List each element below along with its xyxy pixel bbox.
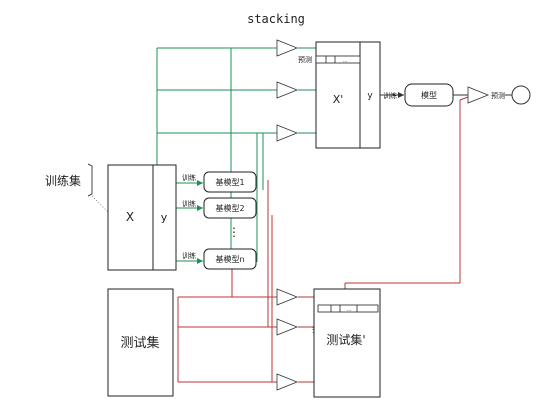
predict-triangle-test-2 bbox=[276, 318, 299, 336]
training-set: 训练集 X y bbox=[45, 163, 177, 271]
stacked-train-dots: ... bbox=[343, 58, 348, 64]
test-set: 测试集 bbox=[107, 288, 174, 397]
training-set-x: X bbox=[126, 210, 134, 224]
stacked-test-matrix: ... 测试集' bbox=[313, 288, 381, 398]
stacked-train-x: X' bbox=[333, 93, 344, 106]
train-prediction-triangles bbox=[276, 39, 299, 142]
base-model-2-label: 基模型2 bbox=[215, 203, 244, 213]
train-label-1: 训练 bbox=[182, 173, 196, 182]
stacked-test-dots: ... bbox=[347, 307, 352, 313]
meta-predict-triangle bbox=[467, 86, 490, 104]
meta-predict-label: 预测 bbox=[491, 91, 505, 100]
training-set-leader bbox=[91, 195, 109, 213]
train-label-2: 训练 bbox=[182, 199, 196, 208]
predict-triangle-test-3 bbox=[276, 373, 299, 391]
final-output-node bbox=[511, 85, 531, 105]
predict-triangle-train-2 bbox=[276, 81, 299, 99]
training-set-brace bbox=[87, 163, 93, 197]
stacked-test-label: 测试集' bbox=[326, 332, 365, 347]
stacked-train-y: y bbox=[367, 91, 373, 101]
train-predict-label-1: 预测 bbox=[298, 55, 312, 64]
meta-model-label: 模型 bbox=[421, 90, 437, 100]
meta-model: 模型 bbox=[404, 83, 454, 107]
stacked-train-matrix: ... X' y bbox=[315, 41, 381, 149]
train-label-n: 训练 bbox=[182, 251, 196, 260]
training-set-label: 训练集 bbox=[45, 173, 81, 188]
predict-triangle-test-1 bbox=[276, 288, 299, 306]
training-set-box bbox=[107, 164, 177, 271]
training-set-y: y bbox=[161, 211, 168, 224]
test-prediction-triangles bbox=[276, 288, 299, 391]
base-model-n-label: 基模型n bbox=[215, 254, 244, 264]
diagram-title: stacking bbox=[247, 12, 305, 26]
base-model-1: 基模型1 bbox=[203, 171, 257, 193]
test-set-label: 测试集 bbox=[120, 335, 159, 351]
predict-triangle-train-3 bbox=[276, 124, 299, 142]
predict-triangle-train-1 bbox=[276, 39, 299, 57]
base-model-1-label: 基模型1 bbox=[215, 177, 244, 187]
base-model-n: 基模型n bbox=[203, 248, 257, 270]
base-model-ellipsis: ⋮ bbox=[228, 225, 240, 239]
base-model-2: 基模型2 bbox=[203, 197, 257, 219]
